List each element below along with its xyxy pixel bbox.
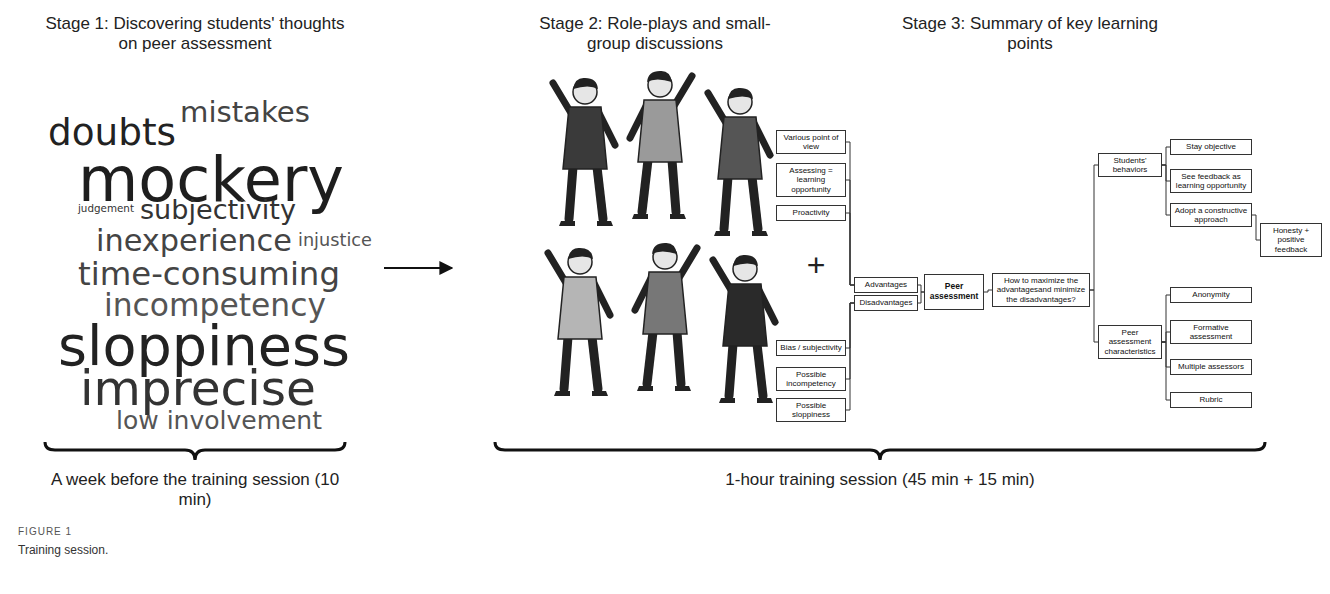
people-illustration xyxy=(548,71,775,403)
connector-line xyxy=(1162,342,1170,400)
behavior-box: See feedback as learning opportunity xyxy=(1170,169,1252,193)
central-box: Peer assessment xyxy=(924,274,984,310)
box-text: Rubric xyxy=(1199,395,1222,404)
person-figure xyxy=(708,88,770,236)
box-text: Stay objective xyxy=(1186,142,1236,151)
person-figure xyxy=(713,255,775,403)
connector-line xyxy=(1162,332,1170,342)
word-cloud-word: low involvement xyxy=(116,408,322,433)
connector-line xyxy=(1252,215,1260,240)
connector-line xyxy=(1162,165,1170,215)
advantage-box: Proactivity xyxy=(776,205,846,220)
branch-box: Advantages xyxy=(854,277,918,292)
connector-line xyxy=(846,303,854,410)
word-cloud-word: incompetency xyxy=(104,290,326,321)
word-cloud-word: doubts xyxy=(48,114,176,151)
word-cloud-word: judgement xyxy=(78,203,134,213)
box-text: Adopt a constructive approach xyxy=(1174,206,1248,224)
disadvantage-box: Possible incompetency xyxy=(776,367,846,391)
box-text: Honesty + positive feedback xyxy=(1264,226,1318,254)
curly-brace xyxy=(45,442,345,460)
duration-note: 1-hour training session (45 min + 15 min… xyxy=(630,470,1130,490)
plus-sign: + xyxy=(804,246,828,284)
box-text: Possible sloppiness xyxy=(780,401,842,419)
word-cloud-word: subjectivity xyxy=(140,196,296,223)
advantage-box: Assessing = learning opportunity xyxy=(776,163,846,197)
figure-number: FIGURE 1 xyxy=(18,526,72,538)
category-box: Students' behaviors xyxy=(1098,153,1162,177)
box-text: Disadvantages xyxy=(860,298,913,307)
characteristic-box: Formative assessment xyxy=(1170,320,1252,344)
connector-line xyxy=(846,142,854,285)
box-text: Assessing = learning opportunity xyxy=(780,166,842,194)
person-figure xyxy=(553,78,615,226)
stage-heading: Stage 3: Summary of key learning points xyxy=(895,14,1165,55)
stage-arrow xyxy=(384,267,452,269)
word-cloud-word: inexperience xyxy=(96,226,292,256)
box-text: See feedback as learning opportunity xyxy=(1174,172,1248,190)
box-text: How to maximize the advantagesand minimi… xyxy=(996,276,1086,304)
curly-brace xyxy=(495,442,1265,460)
category-box: Peer assessment characteristics xyxy=(1098,325,1162,359)
connector-line xyxy=(1162,295,1170,342)
behavior-box: Adopt a constructive approach xyxy=(1170,203,1252,227)
connector-line xyxy=(984,290,992,292)
advantage-box: Various point of view xyxy=(776,130,846,154)
behavior-box: Stay objective xyxy=(1170,139,1252,154)
connector-line xyxy=(1090,165,1098,290)
person-figure xyxy=(630,71,692,219)
word-cloud-word: mistakes xyxy=(180,98,310,127)
stage-heading: Stage 1: Discovering students' thoughts … xyxy=(35,14,355,55)
box-text: Proactivity xyxy=(793,208,830,217)
characteristic-box: Rubric xyxy=(1170,392,1252,407)
box-text: Multiple assessors xyxy=(1178,362,1244,371)
box-text: Formative assessment xyxy=(1174,323,1248,341)
word-cloud-word: imprecise xyxy=(80,364,316,413)
disadvantage-box: Possible sloppiness xyxy=(776,398,846,422)
box-text: Anonymity xyxy=(1192,290,1229,299)
characteristic-box: Multiple assessors xyxy=(1170,359,1252,374)
person-figure xyxy=(635,243,697,391)
branch-box: Disadvantages xyxy=(854,295,918,310)
box-text: Peer assessment xyxy=(928,282,980,302)
box-text: Peer assessment characteristics xyxy=(1102,328,1158,356)
disadvantage-box: Bias / subjectivity xyxy=(776,340,846,355)
connector-line xyxy=(1162,147,1170,165)
box-text: Various point of view xyxy=(780,133,842,151)
duration-note: A week before the training session (10 m… xyxy=(45,470,345,511)
box-text: Advantages xyxy=(865,280,907,289)
person-figure xyxy=(548,248,610,396)
connector-line xyxy=(1090,290,1098,342)
connector-line xyxy=(846,213,854,285)
stage-heading: Stage 2: Role-plays and small-group disc… xyxy=(520,14,790,55)
detail-box: Honesty + positive feedback xyxy=(1260,223,1322,257)
question-box: How to maximize the advantagesand minimi… xyxy=(992,273,1090,307)
word-cloud-word: time-consuming xyxy=(78,258,340,290)
box-text: Possible incompetency xyxy=(780,370,842,388)
characteristic-box: Anonymity xyxy=(1170,287,1252,302)
box-text: Bias / subjectivity xyxy=(780,343,841,352)
figure-caption: Training session. xyxy=(18,543,108,557)
connector-line xyxy=(846,180,854,285)
box-text: Students' behaviors xyxy=(1102,156,1158,174)
word-cloud-word: injustice xyxy=(298,232,372,250)
